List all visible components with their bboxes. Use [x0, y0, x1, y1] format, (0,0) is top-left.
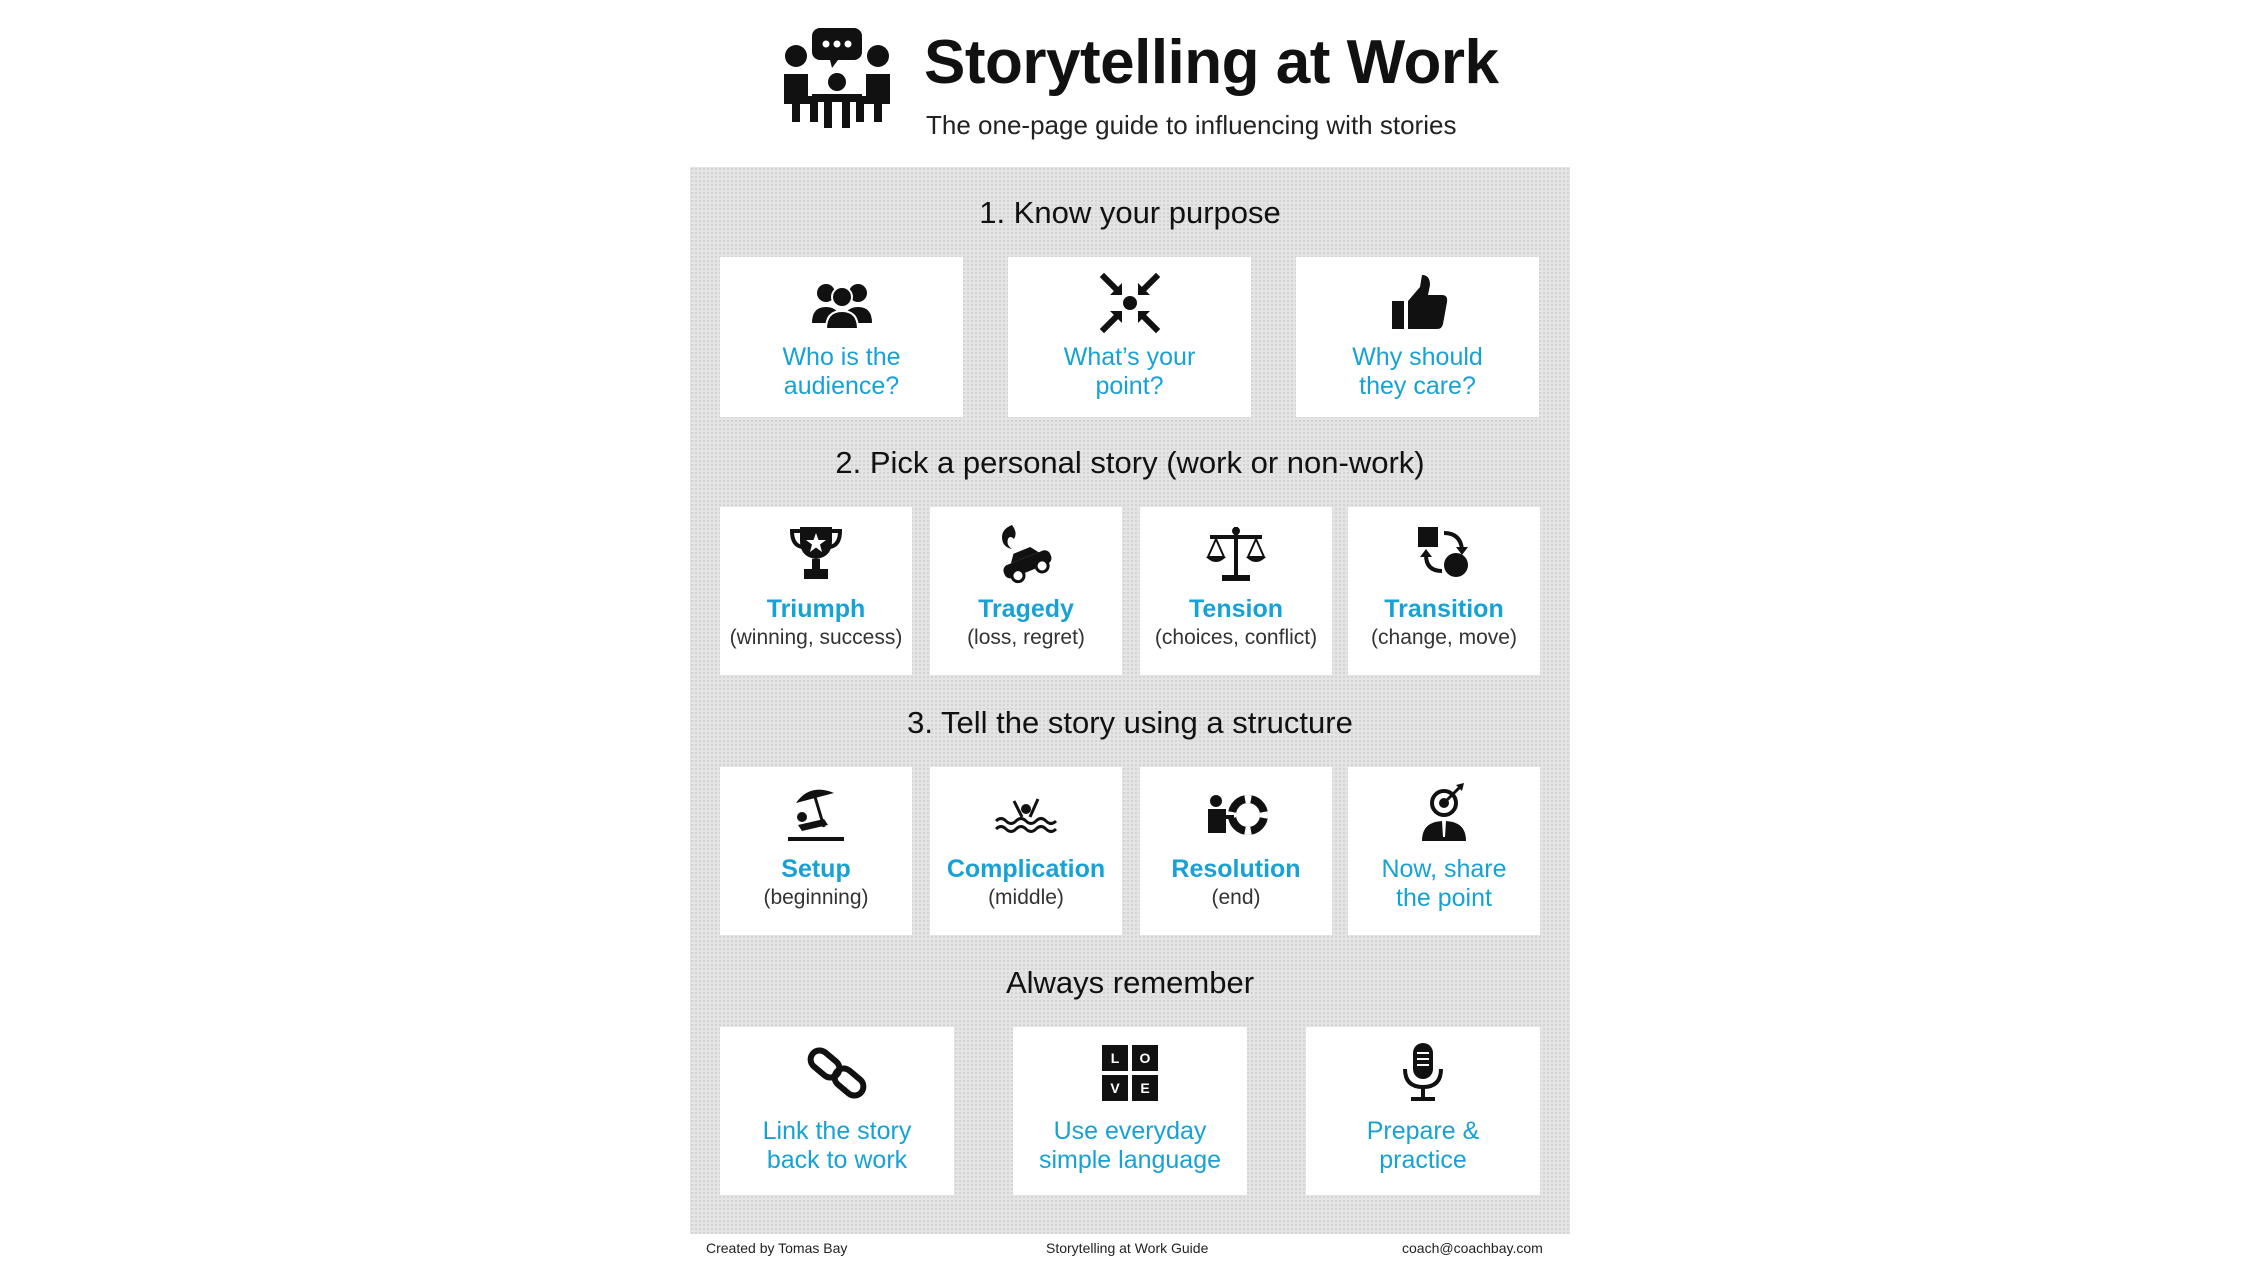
- card-label: Resolution: [1171, 855, 1301, 883]
- letter-block: L: [1111, 1050, 1120, 1066]
- section-title-story: 2. Pick a personal story (work or non-wo…: [835, 445, 1425, 480]
- footer-author: Created by Tomas Bay: [706, 1240, 848, 1256]
- card-text-line1: Now, share: [1381, 855, 1507, 883]
- card-text-line1: Prepare &: [1366, 1117, 1480, 1145]
- card-label: Triumph: [766, 595, 866, 623]
- letter-block: O: [1140, 1050, 1151, 1066]
- card-sublabel: (loss, regret): [967, 626, 1085, 649]
- card-sublabel: (choices, conflict): [1154, 626, 1318, 649]
- card-text-line2: they care?: [1359, 372, 1476, 400]
- drowning-icon: [994, 781, 1058, 845]
- shapes-transition-icon: [1412, 521, 1476, 585]
- card-text-line1: Link the story: [762, 1117, 912, 1145]
- trophy-icon: [784, 521, 848, 585]
- card-complication: Complication (middle): [930, 767, 1122, 935]
- car-crash-icon: [994, 521, 1058, 585]
- card-transition: Transition (change, move): [1348, 507, 1540, 675]
- footer-email[interactable]: coach@coachbay.com: [1402, 1240, 1543, 1256]
- card-prepare: Prepare & practice: [1306, 1027, 1540, 1195]
- card-text-line2: the point: [1396, 884, 1492, 912]
- card-label: Complication: [946, 855, 1106, 883]
- target-head-icon: [1412, 781, 1476, 845]
- card-care: Why should they care?: [1296, 257, 1539, 417]
- card-audience: Who is the audience?: [720, 257, 963, 417]
- card-text-line2: point?: [1095, 372, 1164, 400]
- page-title: Storytelling at Work: [924, 28, 1499, 97]
- section-title-purpose: 1. Know your purpose: [979, 195, 1281, 230]
- arrows-converge-icon: [1098, 271, 1162, 335]
- card-point: What’s your point?: [1008, 257, 1251, 417]
- section-title-remember: Always remember: [1005, 965, 1255, 1000]
- footer-guide-name: Storytelling at Work Guide: [1046, 1240, 1209, 1256]
- card-text-line2: audience?: [783, 372, 900, 400]
- card-text-line2: practice: [1379, 1146, 1467, 1174]
- card-share-point: Now, share the point: [1348, 767, 1540, 935]
- card-text-line1: Use everyday: [1053, 1117, 1207, 1145]
- card-text-line2: simple language: [1038, 1146, 1222, 1174]
- card-sublabel: (winning, success): [729, 626, 903, 649]
- card-sublabel: (beginning): [763, 886, 869, 909]
- card-text-line1: Who is the: [782, 343, 901, 371]
- microphone-icon: [1391, 1041, 1455, 1105]
- header: Storytelling at Work The one-page guide …: [782, 22, 1542, 142]
- card-triumph: Triumph (winning, success): [720, 507, 912, 675]
- people-chat-icon: [782, 26, 892, 134]
- card-label: Transition: [1384, 595, 1504, 623]
- card-sublabel: (change, move): [1371, 626, 1517, 649]
- card-tension: Tension (choices, conflict): [1140, 507, 1332, 675]
- card-tragedy: Tragedy (loss, regret): [930, 507, 1122, 675]
- page-subtitle: The one-page guide to influencing with s…: [926, 110, 1457, 140]
- chain-link-icon: [805, 1041, 869, 1105]
- group-icon: [810, 271, 874, 335]
- card-label: Setup: [781, 855, 851, 883]
- love-blocks-icon: L O V E: [1098, 1041, 1162, 1105]
- card-setup: Setup (beginning): [720, 767, 912, 935]
- card-resolution: Resolution (end): [1140, 767, 1332, 935]
- card-label: Tragedy: [978, 595, 1074, 623]
- card-link-work: Link the story back to work: [720, 1027, 954, 1195]
- scales-icon: [1204, 521, 1268, 585]
- card-simple-language: L O V E Use everyday simple language: [1013, 1027, 1247, 1195]
- card-text-line1: What’s your: [1063, 343, 1196, 371]
- lifebuoy-icon: [1204, 781, 1268, 845]
- letter-block: E: [1140, 1080, 1149, 1096]
- card-sublabel: (middle): [988, 886, 1064, 909]
- letter-block: V: [1110, 1080, 1120, 1096]
- card-text-line2: back to work: [766, 1146, 908, 1174]
- card-text-line1: Why should: [1352, 343, 1483, 371]
- card-label: Tension: [1189, 595, 1283, 623]
- beach-umbrella-icon: [784, 781, 848, 845]
- guide-panel: 1. Know your purpose Who is the audience…: [690, 167, 1570, 1234]
- card-sublabel: (end): [1211, 886, 1261, 909]
- thumbs-up-icon: [1386, 271, 1450, 335]
- section-title-structure: 3. Tell the story using a structure: [907, 705, 1353, 740]
